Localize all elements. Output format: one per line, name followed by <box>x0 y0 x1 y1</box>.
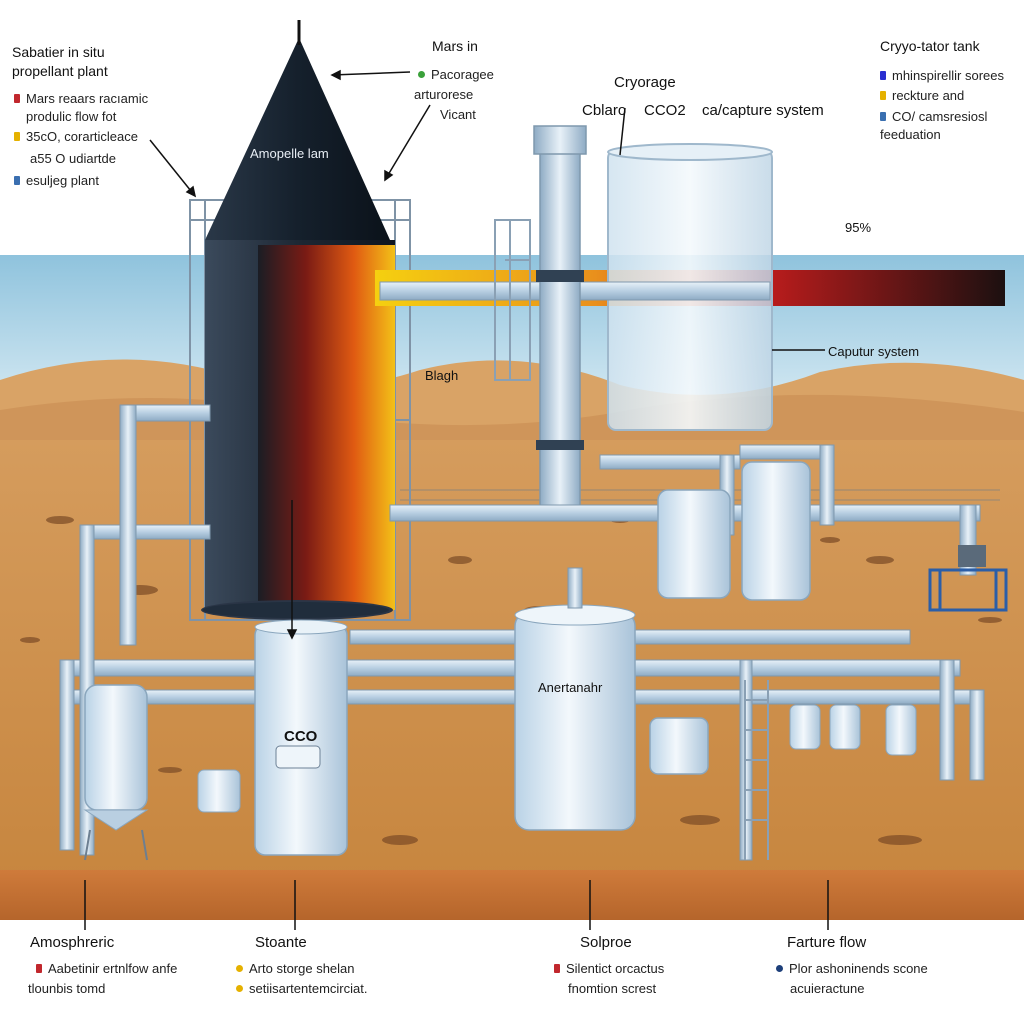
cryorage-line-b: CCO2 <box>644 102 686 119</box>
top-center-item-3: Vicant <box>440 107 476 123</box>
yellow-bullet-icon <box>14 132 20 142</box>
top-left-item-5: esuljeg plant <box>14 172 99 188</box>
top-right-title: Cryyo-tator tank <box>880 38 980 54</box>
top-left-item-3: 35cO, corarticleace <box>14 128 138 144</box>
left-silo <box>83 684 149 861</box>
bottom-line1-storage: Arto storge shelan <box>236 960 355 976</box>
top-center-title: Mars in <box>432 38 478 54</box>
bottom-head-storage: Stoante <box>255 934 307 951</box>
purple-bullet-icon <box>880 71 886 81</box>
capture-system-label: Caputur system <box>828 344 920 359</box>
yellow-bullet-icon <box>236 985 243 993</box>
navy-bullet-icon <box>776 965 783 973</box>
top-right-item-1: mhinspirellir sorees <box>880 67 1004 83</box>
bottom-line2-solproe: fnomtion screst <box>568 981 657 996</box>
cryorage-line-c: ca/capture system <box>702 102 824 119</box>
co-label: CCO <box>284 728 318 745</box>
green-bullet-icon <box>418 71 425 79</box>
yellow-bullet-icon <box>880 91 886 101</box>
percent-label: 95% <box>845 220 872 235</box>
process-vessels <box>197 461 917 813</box>
top-center-item-1: Pacoragee <box>418 66 494 82</box>
top-right-item-3: CO/ camsresiosl <box>880 108 987 124</box>
top-left-title-line1: Sabatier in situ <box>12 44 105 60</box>
blue-bullet-icon <box>14 176 20 186</box>
top-left-item-2: produlic flow fot <box>26 109 117 125</box>
storage-tank-label: Anertanahr <box>538 680 603 695</box>
main-tank-heat-glow <box>258 245 395 610</box>
blagh-label: Blagh <box>425 368 459 383</box>
top-left-item-1: Mars reaars racıamic <box>14 90 148 106</box>
red-bullet-icon <box>36 964 42 974</box>
red-bullet-icon <box>14 94 20 104</box>
callout-lines <box>84 69 829 930</box>
bottom-line1-future-flow: Plor ashoninends scone <box>776 960 928 976</box>
capture-column <box>539 149 581 521</box>
ladder <box>744 680 769 860</box>
yellow-bullet-icon <box>236 965 243 973</box>
soil-band <box>0 870 1024 920</box>
top-right-item-2: reckture and <box>880 87 964 103</box>
equipment-stand <box>928 568 1008 612</box>
main-tank-cone <box>205 40 390 240</box>
cryorage-title: Cryorage <box>614 74 676 91</box>
cryorage-line-a: Cblaro <box>582 102 627 119</box>
bottom-line1-solproe: Silentict orcactus <box>554 960 664 976</box>
anertanahr-tank <box>514 567 636 831</box>
main-tank-label: Amopelle lam <box>250 146 329 161</box>
bottom-head-future-flow: Farture flow <box>787 934 867 951</box>
top-center-item-2: arturorese <box>414 87 474 103</box>
bottom-line2-future-flow: acuieractune <box>790 981 865 996</box>
bottom-line2-storage: setiisartentemcirciat. <box>236 980 367 996</box>
top-right-item-4: feeduation <box>880 127 941 143</box>
bottom-line1-atmospheric: Aabetinir ertnlfow anfe <box>36 960 177 976</box>
top-left-title-line2: propellant plant <box>12 63 108 79</box>
red-bullet-icon <box>554 964 560 974</box>
bottom-head-solproe: Solproe <box>580 934 632 951</box>
top-left-item-4: a55 O udiartde <box>30 151 117 167</box>
storage-tank <box>254 619 348 856</box>
bottom-head-atmospheric: Amosphreric <box>30 934 115 951</box>
blue-bullet-icon <box>880 112 886 122</box>
bottom-line2-atmospheric: tlounbis tomd <box>28 981 106 996</box>
